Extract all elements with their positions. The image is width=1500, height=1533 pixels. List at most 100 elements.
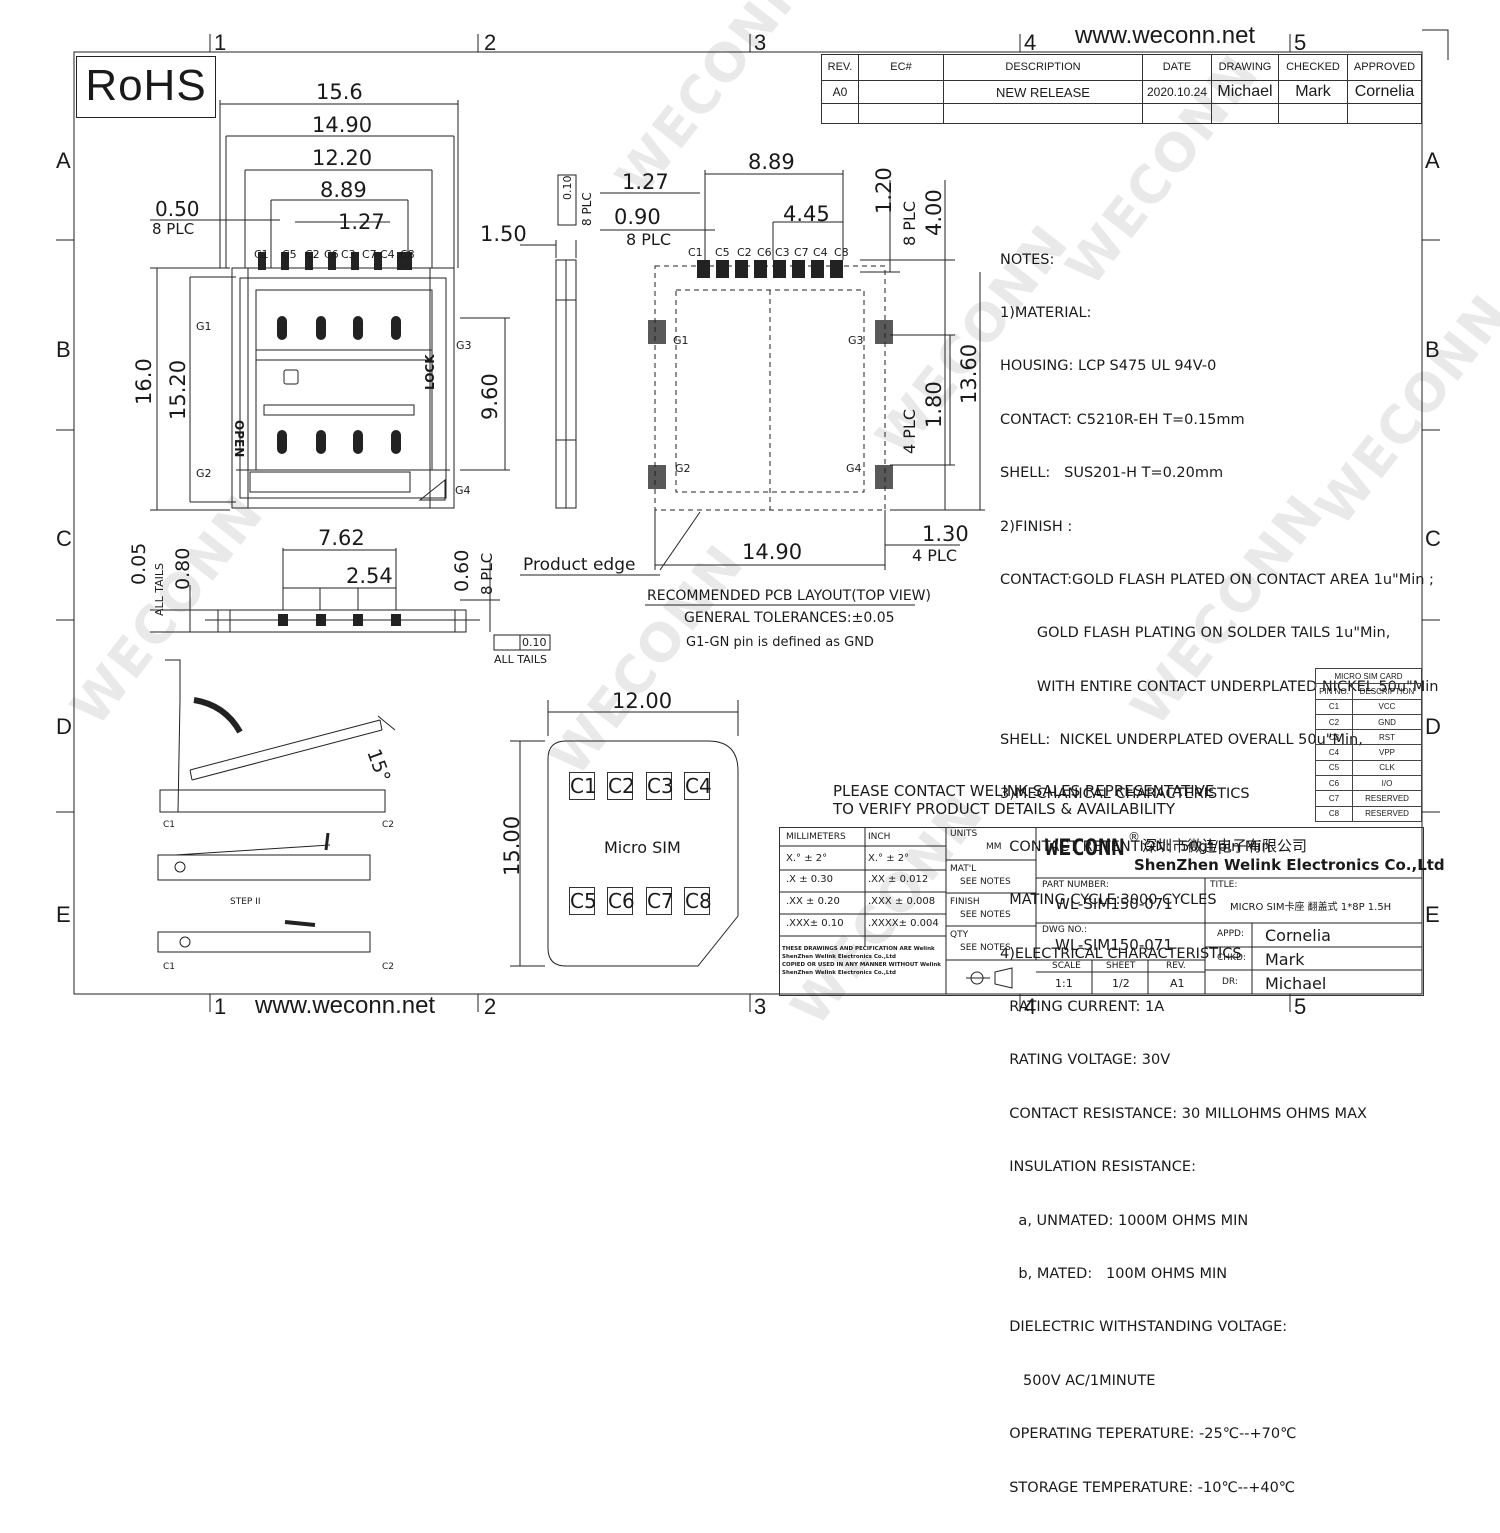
inch-label: INCH <box>868 832 891 842</box>
dim-label: 0.80 <box>172 547 194 590</box>
dim-label: 1.80 <box>922 381 946 428</box>
qty-label: QTY <box>950 930 969 940</box>
dim-label: 0.10 <box>561 175 574 201</box>
contact-note: PLEASE CONTACT WELINK SALES REPRESENTATI… <box>833 782 1214 818</box>
note-line: HOUSING: LCP S475 UL 94V-0 <box>1000 358 1217 375</box>
disclaimer-line: COPIED OR USED IN ANY MANNER WITHOUT Wel… <box>782 962 941 968</box>
dim-label: 8 PLC <box>152 220 195 238</box>
dim-label: 15.20 <box>166 359 190 420</box>
rev-header: REV. <box>821 54 859 81</box>
dim-label: 0.10 <box>522 636 547 649</box>
pin-cell: I/O <box>1352 775 1422 792</box>
website-top[interactable]: www.weconn.net <box>1075 22 1256 49</box>
pin-table-title: MICRO SIM CARD <box>1315 667 1422 685</box>
contact-label: C2 <box>737 246 752 259</box>
scale-label: SCALE <box>1052 961 1081 971</box>
open-label: OPEN <box>232 420 246 458</box>
contact-label: C7 <box>794 246 809 259</box>
note-line: CONTACT RESISTANCE: 30 MILLOHMS OHMS MAX <box>1000 1105 1367 1122</box>
dr-value: Michael <box>1265 974 1327 993</box>
disclaimer-line: ShenZhen Welink Electronics Co.,Ltd <box>782 970 896 976</box>
dim-label: 0.60 <box>451 549 473 592</box>
dim-label: 2.54 <box>346 564 393 588</box>
note-line: CONTACT RETENTION: 50gf/pin Min <box>1000 838 1271 855</box>
dim-label: 8.89 <box>748 150 795 174</box>
pin-cell: C4 <box>1315 744 1353 761</box>
company-name-en: ShenZhen Welink Electronics Co.,Ltd <box>1134 856 1445 874</box>
pin-cell: GND <box>1352 713 1422 731</box>
contact-label: C4 <box>380 248 395 261</box>
dim-label: 8.89 <box>320 178 367 202</box>
note-line: GOLD FLASH PLATING ON SOLDER TAILS 1u"Mi… <box>1000 625 1391 642</box>
contact-label: C2 <box>382 820 395 830</box>
title-label: TITLE: <box>1210 880 1238 890</box>
sim-contact: C7 <box>646 887 674 915</box>
pin-cell: VCC <box>1352 698 1422 715</box>
note-line: 500V AC/1MINUTE <box>1000 1372 1156 1389</box>
title-block <box>779 827 1424 996</box>
company-logo: WECONN <box>1045 836 1125 861</box>
sim-contact: C4 <box>684 772 712 800</box>
contact-label: C5 <box>282 248 297 261</box>
dr-label: DR: <box>1222 977 1238 987</box>
rev-cell: A0 <box>821 79 859 105</box>
drawing-sheet: WECONN WECONN WECONN WECONN WECONN WECON… <box>56 0 1500 1496</box>
note-line: RATING CURRENT: 1A <box>1000 999 1165 1016</box>
rev-header: DESCRIPTION <box>943 54 1143 81</box>
contact-note-line: PLEASE CONTACT WELINK SALES REPRESENTATI… <box>833 782 1215 800</box>
dim-label: 9.60 <box>478 373 502 420</box>
step-label: STEP II <box>230 897 261 907</box>
units-value: MM <box>986 842 1002 852</box>
rev-cell: Cornelia <box>1347 79 1422 105</box>
disclaimer: THESE DRAWINGS AND PECIFICATION ARE Weli… <box>782 945 941 977</box>
ground-pin-label: G2 <box>675 462 691 475</box>
finish-label: FINISH <box>950 897 980 907</box>
dim-label: 8 PLC <box>626 230 671 249</box>
ground-pin-label: G3 <box>848 334 864 347</box>
scale-value: 1:1 <box>1055 977 1073 990</box>
rohs-mark: RoHS <box>76 56 216 118</box>
registered-mark: ® <box>1128 830 1140 844</box>
dim-label: 1.27 <box>622 170 669 194</box>
rev-cell <box>858 79 944 105</box>
row-label: D <box>1425 714 1441 739</box>
website-bottom[interactable]: www.weconn.net <box>255 992 436 1019</box>
contact-label: C1 <box>688 246 703 259</box>
rev-label: REV. <box>1166 961 1186 971</box>
row-label: A <box>56 148 71 173</box>
pin-cell: C2 <box>1315 713 1353 731</box>
column-label: 2 <box>484 30 497 55</box>
column-label: 5 <box>1294 994 1307 1019</box>
rev-cell: NEW RELEASE <box>943 79 1143 105</box>
ground-pin-label: G1 <box>673 334 689 347</box>
rev-header: APPROVED <box>1347 54 1422 81</box>
pin-cell: C5 <box>1315 759 1353 777</box>
dim-label: 14.90 <box>742 540 803 564</box>
pin-cell: C7 <box>1315 790 1353 807</box>
pin-table-header: DESCRIPTION <box>1352 683 1422 700</box>
pin-cell: CLK <box>1352 759 1422 777</box>
note-line: 1)MATERIAL: <box>1000 304 1092 321</box>
finish-value: SEE NOTES <box>960 910 1011 920</box>
dim-label: 8 PLC <box>580 192 594 226</box>
sim-contact: C8 <box>684 887 712 915</box>
lock-label: LOCK <box>423 354 437 390</box>
micro-sim-label: Micro SIM <box>604 838 681 857</box>
dim-label: 7.62 <box>318 526 365 550</box>
mm-tol: .X ± 0.30 <box>786 874 834 885</box>
qty-value: SEE NOTES <box>960 943 1011 953</box>
note-line: SHELL: SUS201-H T=0.20mm <box>1000 465 1224 482</box>
column-label: 2 <box>484 994 497 1019</box>
dim-label: 1.30 <box>922 522 969 546</box>
pin-cell: C6 <box>1315 775 1353 792</box>
company-name-cn: 深圳市微连电子有限公司 <box>1142 837 1308 855</box>
row-label: E <box>1425 902 1440 927</box>
pin-cell: RST <box>1352 729 1422 746</box>
sheet-label: SHEET <box>1106 961 1136 971</box>
dim-label: 15.00 <box>500 815 524 876</box>
sim-contact: C1 <box>569 772 597 800</box>
note-line: CONTACT:GOLD FLASH PLATED ON CONTACT ARE… <box>1000 571 1434 588</box>
contact-label: C3 <box>341 248 356 261</box>
column-label: 4 <box>1024 30 1037 55</box>
rev-header: DRAWING <box>1211 54 1279 81</box>
